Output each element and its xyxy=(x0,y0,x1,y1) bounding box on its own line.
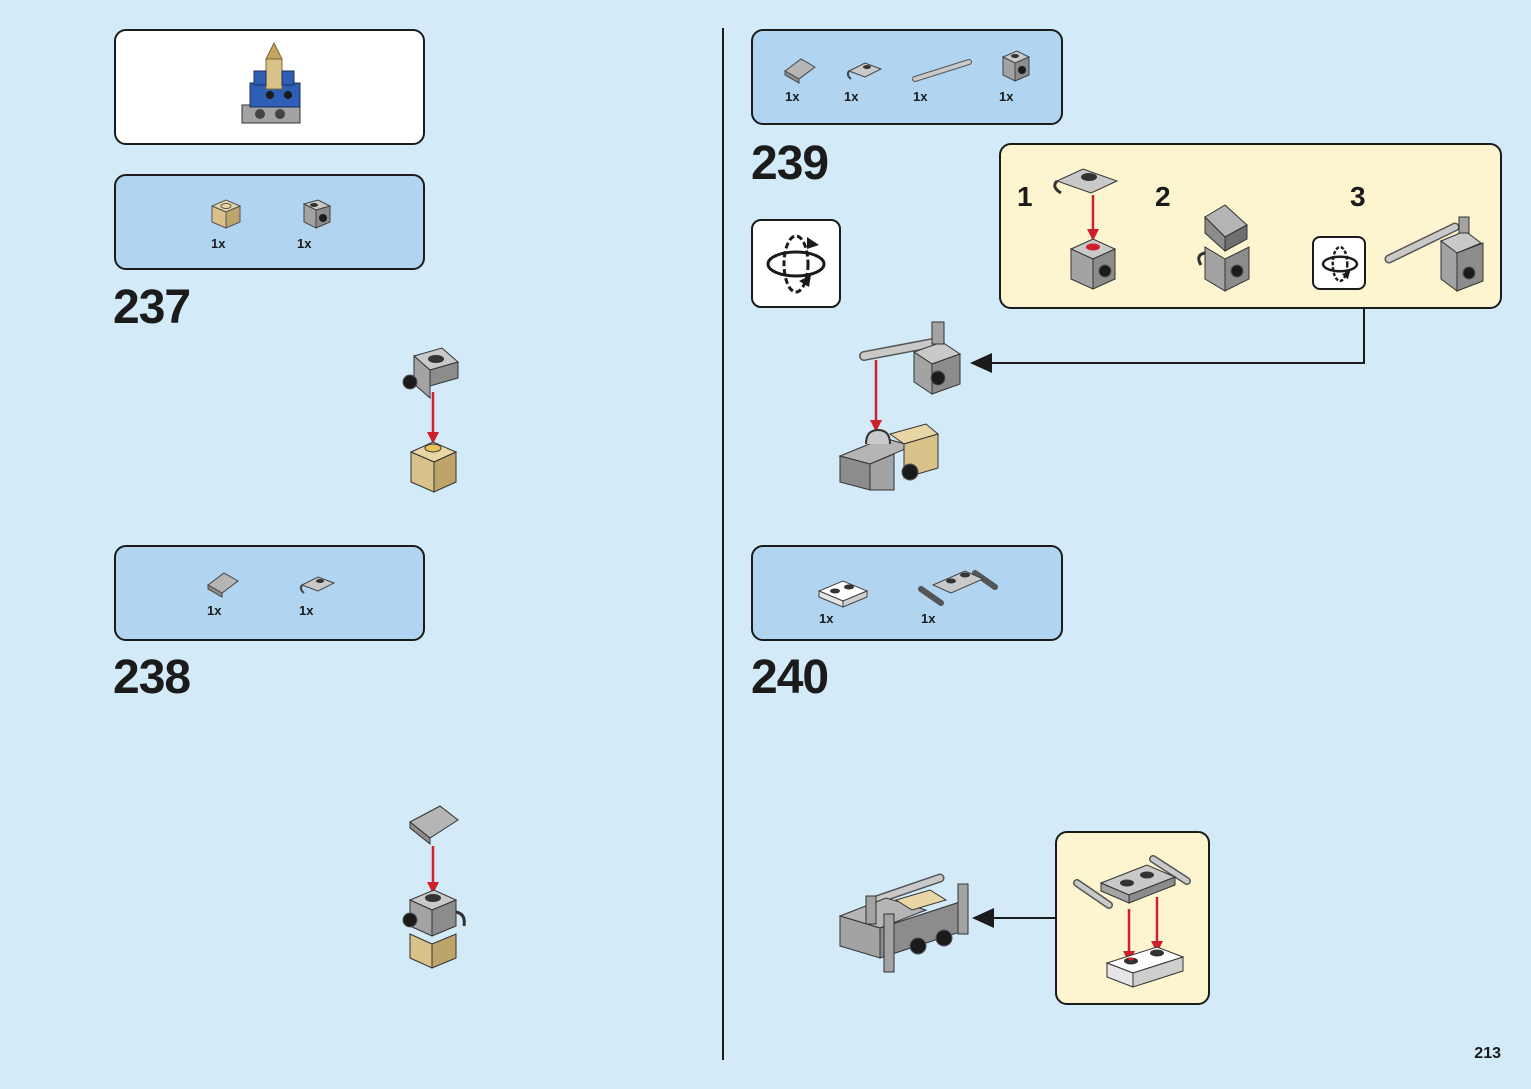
step-number-239: 239 xyxy=(751,140,828,188)
gray-clip-plate-icon xyxy=(845,59,885,83)
rotate-icon xyxy=(763,231,829,297)
substep-2-illustration xyxy=(1191,203,1261,295)
page-number: 213 xyxy=(1474,1045,1501,1063)
substep-box-239: 1 2 3 xyxy=(999,143,1502,309)
gray-bracket-icon xyxy=(997,51,1033,83)
step-number-240: 240 xyxy=(751,654,828,702)
substep-3-illustration xyxy=(1385,215,1493,295)
substep-box-240 xyxy=(1055,831,1210,1005)
substep-240-illustration xyxy=(1071,851,1195,991)
part-qty: 1x xyxy=(207,603,221,618)
tan-brick-1x1-icon xyxy=(210,198,242,230)
part-qty: 1x xyxy=(299,603,313,618)
step-number-238: 238 xyxy=(113,654,190,702)
gray-slope-icon xyxy=(783,57,817,83)
rotate-model-indicator xyxy=(751,219,841,308)
part-qty: 1x xyxy=(211,236,225,251)
substep-number: 2 xyxy=(1155,181,1171,213)
parts-list-238: 1x 1x xyxy=(114,545,425,641)
part-qty: 1x xyxy=(999,89,1013,104)
part-qty: 1x xyxy=(921,611,935,626)
part-qty: 1x xyxy=(913,89,927,104)
substep-number: 3 xyxy=(1350,181,1366,213)
callout-arrow-240 xyxy=(970,906,1058,930)
gray-bracket-icon xyxy=(296,200,332,230)
part-qty: 1x xyxy=(785,89,799,104)
substep-number: 1 xyxy=(1017,181,1033,213)
part-qty: 1x xyxy=(844,89,858,104)
gray-bar-icon xyxy=(911,57,973,85)
step-237-assembly xyxy=(398,348,468,498)
callout-connector xyxy=(960,308,1370,378)
parts-list-239: 1x 1x 1x 1x xyxy=(751,29,1063,125)
gray-slope-icon xyxy=(206,571,240,597)
step-238-assembly xyxy=(396,800,470,978)
rotate-model-indicator-small xyxy=(1312,236,1366,290)
gray-plate-handles-icon xyxy=(917,563,1001,609)
gray-clip-plate-icon xyxy=(298,573,338,597)
step-240-assembly xyxy=(836,866,976,976)
step-239-assembly xyxy=(834,316,974,496)
step-number-237: 237 xyxy=(113,284,190,332)
model-preview-image xyxy=(240,43,310,133)
page-divider xyxy=(722,28,724,1060)
part-qty: 1x xyxy=(819,611,833,626)
substep-1-illustration xyxy=(1053,163,1125,293)
parts-list-240: 1x 1x xyxy=(751,545,1063,641)
part-qty: 1x xyxy=(297,236,311,251)
white-plate-1x2-icon xyxy=(817,579,869,607)
rotate-icon xyxy=(1320,244,1360,284)
parts-list-237: 1x 1x xyxy=(114,174,425,270)
model-preview-box xyxy=(114,29,425,145)
